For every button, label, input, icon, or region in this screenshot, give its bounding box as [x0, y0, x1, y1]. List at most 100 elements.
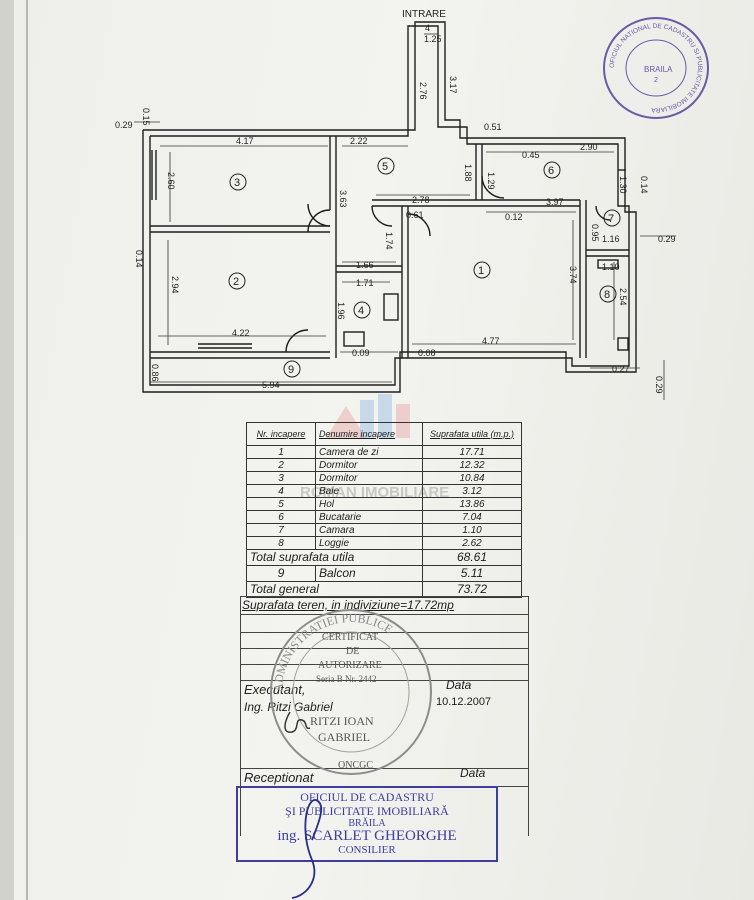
dim-label: 0.61	[406, 210, 424, 220]
total-general-value: 73.72	[422, 581, 522, 598]
engineer-name: Ing. Ritzi Gabriel	[244, 700, 333, 714]
stamp-name-1: RITZI IOAN	[310, 714, 374, 728]
dim-label: 3.63	[338, 190, 348, 208]
page-edge	[0, 0, 14, 900]
total-general-label: Total general	[246, 581, 423, 598]
teren-text: Suprafata teren, in indiviziune=17.72mp	[242, 598, 454, 612]
dim-label: 0.14	[134, 250, 144, 268]
dim-label: 1.29	[486, 172, 496, 190]
stamp-center-text: BRAILA	[644, 65, 673, 74]
dim-label: 2.60	[166, 172, 176, 190]
room-number: 7	[608, 213, 614, 225]
row-name: Dormitor	[315, 471, 423, 485]
room-number: 3	[234, 177, 240, 189]
dimension-lines	[134, 33, 676, 400]
blue-stamp-line-5: CONSILIER	[338, 844, 396, 856]
header-nr: Nr. incapere	[246, 422, 316, 446]
row-nr: 8	[246, 536, 316, 550]
dim-label: 2.90	[580, 142, 598, 152]
right-border	[528, 596, 529, 836]
row-area: 2.62	[422, 536, 522, 550]
row-name: Dormitor	[315, 458, 423, 472]
rule-line	[240, 768, 528, 769]
row-area: 1.10	[422, 523, 522, 537]
blue-stamp-line-2: ŞI PUBLICITATE IMOBILIARĂ	[285, 804, 449, 818]
stamp-bottom: ONCGC	[338, 760, 374, 771]
dim-label: 3.17	[448, 76, 458, 94]
signatures	[284, 711, 323, 899]
room-number: 6	[548, 165, 554, 177]
rule-line	[240, 632, 528, 633]
row-area: 12.32	[422, 458, 522, 472]
row-nr: 4	[246, 484, 316, 498]
info-block: Suprafata teren, in indiviziune=17.72mp …	[240, 596, 529, 836]
room-number: 1	[478, 265, 484, 277]
dim-label: 1.96	[336, 302, 346, 320]
data-label: Data	[446, 678, 472, 692]
room-number: 5	[382, 161, 388, 173]
binding-line	[26, 0, 28, 900]
blue-stamp-line-4: ing. SCARLET GHEORGHE	[277, 828, 457, 844]
dim-label: 1.10	[602, 262, 620, 272]
rule-line	[240, 614, 528, 615]
dim-label: 2.94	[170, 276, 180, 294]
row-area: 7.04	[422, 510, 522, 524]
office-round-stamp: OFICIUL NATIONAL DE CADASTRU SI PUBLICIT…	[603, 17, 709, 119]
left-border	[240, 596, 241, 836]
dim-label: 2.76	[418, 82, 428, 100]
stamp-autorizare: AUTORIZARE	[318, 660, 382, 671]
dim-label: 0.45	[522, 150, 540, 160]
plan-walls	[142, 21, 637, 393]
row-nr: 2	[246, 458, 316, 472]
rule-line	[240, 664, 528, 665]
row-nr: 5	[246, 497, 316, 511]
room-number: 2	[233, 276, 239, 288]
dim-label: 1.30	[618, 176, 628, 194]
dim-label: 1.16	[602, 234, 620, 244]
entrance-label: INTRARE	[402, 9, 446, 20]
dim-label: 1.74	[384, 232, 394, 250]
dim-label: 0.14	[639, 176, 649, 194]
room-number: 4	[358, 305, 364, 317]
dimension-labels: 1.25 2.76 3.17 0.15 0.29 0.51 4.17 2.22 …	[115, 34, 676, 394]
balcon-nr: 9	[246, 565, 316, 582]
dim-label: 1.88	[463, 164, 473, 182]
dim-label: 1.71	[356, 278, 374, 288]
dim-label: 4.17	[236, 136, 254, 146]
executant-signature	[284, 711, 311, 733]
row-name: Baie	[315, 484, 423, 498]
row-name: Bucatarie	[315, 510, 423, 524]
row-area: 17.71	[422, 445, 522, 459]
room-number: 8	[604, 289, 610, 301]
dim-label: 0.27	[612, 364, 630, 374]
receptionat-label: Receptionat	[244, 770, 314, 785]
dim-label: 0.08	[418, 348, 436, 358]
executant-label: Executant,	[244, 682, 306, 697]
blue-stamp-line-3: BRĂILA	[348, 818, 386, 829]
balcon-label: Balcon	[315, 565, 423, 582]
dim-label: 0.12	[505, 212, 523, 222]
surface-table: Nr. incapere Denumire incapere Suprafata…	[246, 422, 522, 598]
rule-line	[240, 680, 528, 681]
floor-plan: INTRARE 4 1.25 2.76 3.17 0.15 0.29 0.51 …	[115, 9, 676, 400]
dim-label: 0.29	[654, 376, 664, 394]
rule-line	[240, 596, 528, 597]
row-nr: 3	[246, 471, 316, 485]
stamp-seria: Seria B Nr. 2442	[316, 674, 377, 684]
entrance-code: 4	[425, 23, 430, 33]
dim-label: 4.22	[232, 328, 250, 338]
total-general-row: Total general 73.72	[246, 581, 522, 598]
dim-label: 5.94	[262, 380, 280, 390]
row-name: Camera de zi	[315, 445, 423, 459]
dim-label: 1.25	[424, 34, 442, 44]
dim-label: 2.54	[618, 288, 628, 306]
date-value: 10.12.2007	[436, 696, 492, 708]
dim-label: 4.77	[482, 336, 500, 346]
